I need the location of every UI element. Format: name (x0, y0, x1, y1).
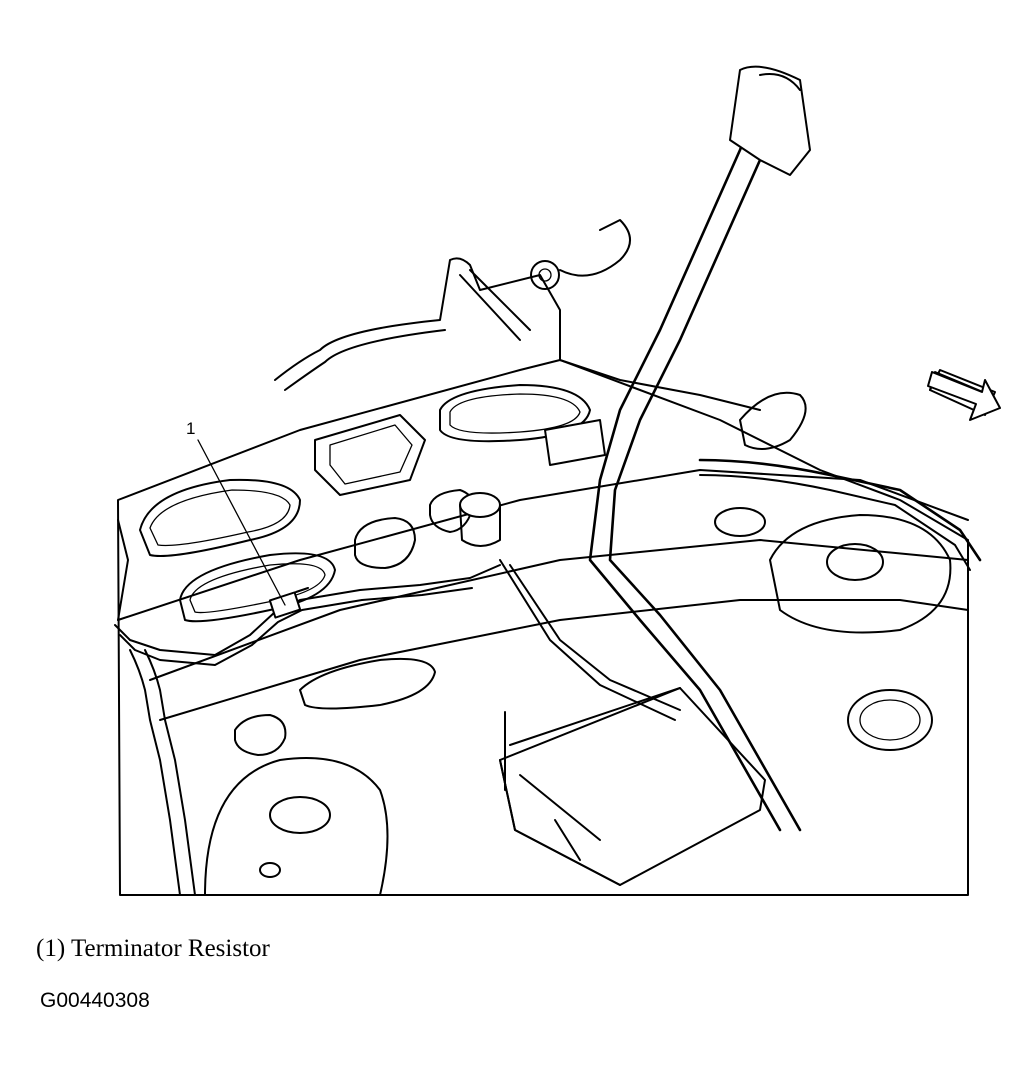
panel-cutouts (139, 384, 591, 756)
callout-number: 1 (186, 419, 196, 438)
evap-canister (499, 687, 766, 886)
forward-arrow-icon (927, 371, 1001, 421)
wiring-harness-upper (274, 219, 761, 411)
callout-leader-line (197, 439, 286, 606)
figure-caption: (1) Terminator Resistor (36, 935, 270, 962)
lower-left-harness (114, 564, 501, 896)
vehicle-underbody-illustration (114, 65, 1001, 896)
wheel-well-left (204, 757, 389, 896)
figure-id: G00440308 (40, 989, 150, 1012)
wheel-well-right (714, 507, 952, 751)
fuel-lines (588, 65, 811, 832)
center-components (459, 419, 681, 721)
